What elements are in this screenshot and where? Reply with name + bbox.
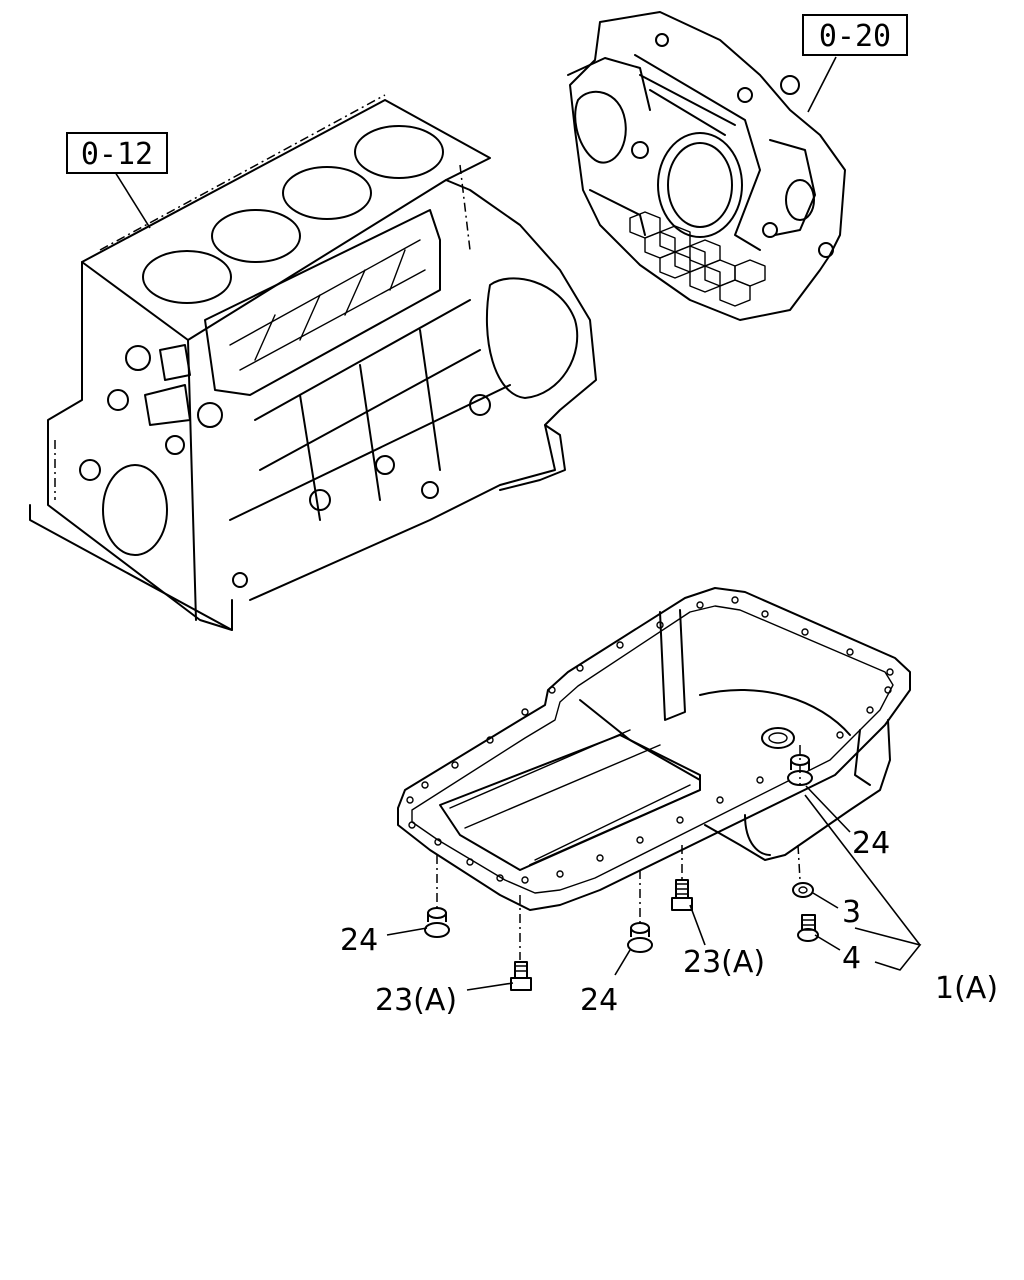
callout-drain-plug: 4 — [842, 941, 861, 976]
callout-nut-right: 24 — [852, 826, 890, 861]
leader-lines — [114, 56, 922, 991]
ref-box-cylinder-block: 0-12 — [66, 132, 168, 174]
ref-label-flywheel-housing: 0-20 — [819, 19, 891, 54]
flange-nut-left-icon — [424, 907, 450, 938]
callout-nut-left: 24 — [340, 923, 378, 958]
callout-nut-center: 24 — [580, 983, 618, 1018]
drain-plug-icon — [797, 914, 819, 942]
flywheel-housing-drawing — [567, 11, 846, 321]
callout-washer: 3 — [842, 895, 861, 930]
callout-oil-pan-assy: 1(A) — [935, 971, 998, 1006]
flange-nut-center-icon — [627, 922, 653, 953]
ref-label-cylinder-block: 0-12 — [81, 137, 153, 172]
callout-bolt-center: 23(A) — [683, 945, 765, 980]
washer-icon — [792, 882, 814, 898]
fasteners — [424, 745, 819, 991]
bolt-left-icon — [510, 961, 532, 991]
callout-bolt-left: 23(A) — [375, 983, 457, 1018]
callouts: 24 3 4 1(A) 23(A) 24 23(A) 24 — [340, 826, 998, 1018]
cylinder-block-drawing — [29, 94, 597, 631]
bolt-center-icon — [671, 879, 693, 911]
oil-pan-drawing — [397, 587, 911, 911]
ref-box-flywheel-housing: 0-20 — [802, 14, 908, 56]
